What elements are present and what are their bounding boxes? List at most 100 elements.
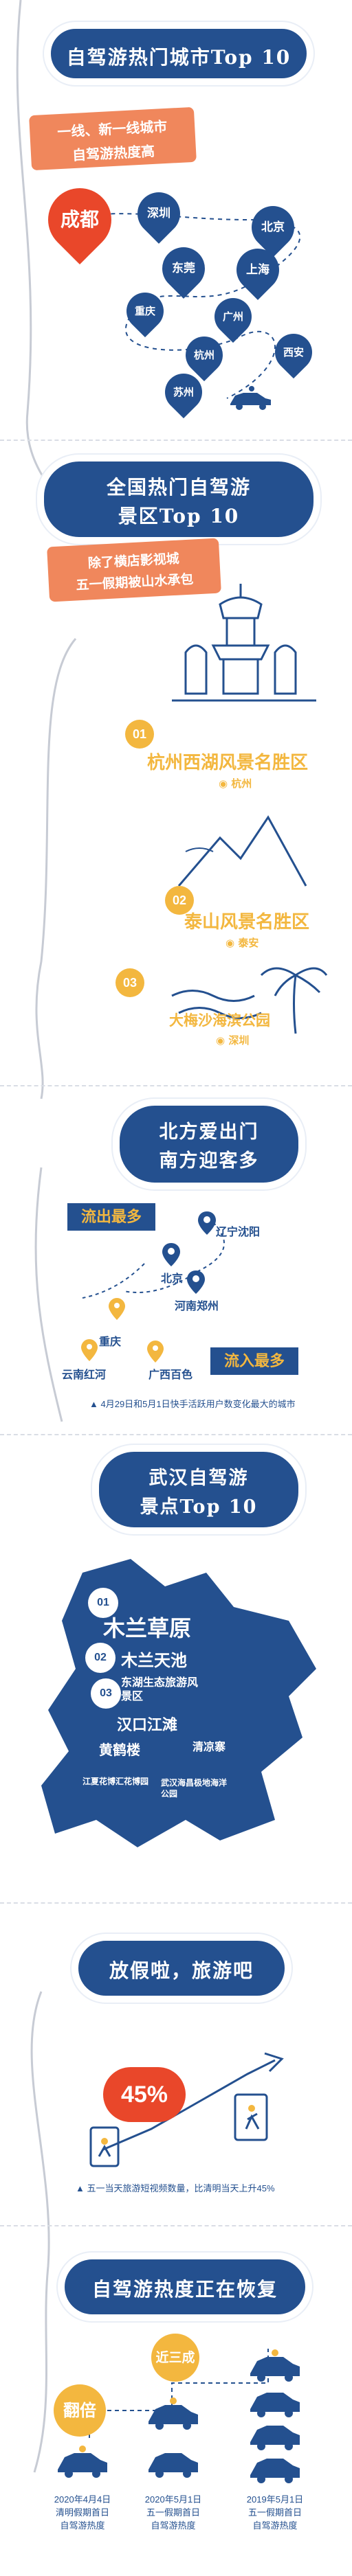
city-pin-shenzhen: 深圳 <box>129 183 189 244</box>
tag-inflow-most: 流入最多 <box>210 1347 298 1375</box>
city-yunnan-honghe: 云南红河 <box>62 1368 107 1381</box>
city-label-xian: 西安 <box>283 346 304 358</box>
city-guangxi-baise: 广西百色 <box>148 1368 193 1381</box>
section5-title: 放假啦，旅游吧 <box>109 1959 254 1982</box>
caption-2-line3: 自驾游热度 <box>151 2520 196 2531</box>
divider-3 <box>0 1434 352 1437</box>
label-near-thirty: 近三成 <box>151 2334 199 2382</box>
city-beijing: 北京 <box>161 1272 184 1285</box>
scenic-num-2: 02 <box>165 886 194 915</box>
section1-title: 自驾游热门城市Top 10 <box>66 46 292 69</box>
city-henan-zhengzhou: 河南郑州 <box>175 1299 219 1312</box>
map-pin-icon <box>109 1298 125 1320</box>
city-pin-shanghai: 上海 <box>228 240 288 300</box>
section3-title-banner: 北方爱出门 南方迎客多 <box>117 1103 301 1185</box>
scenic-city-1: ◉ 杭州 <box>219 777 252 790</box>
percent-bubble: 45% <box>103 2067 186 2122</box>
car-icon <box>250 2459 300 2483</box>
city-pin-chongqing: 重庆 <box>118 284 172 338</box>
city-liaoning-shenyang: 辽宁沈阳 <box>216 1225 261 1238</box>
section1-title-banner: 自驾游热门城市Top 10 <box>48 26 309 81</box>
scenic-city-3: ◉ 深圳 <box>216 1034 250 1047</box>
divider-2 <box>0 1085 352 1088</box>
car-icon <box>148 2397 198 2430</box>
flow-routes <box>82 1222 225 1299</box>
phone-with-person-icon <box>89 2126 120 2167</box>
section3-title-line1: 北方爱出门 <box>159 1121 259 1143</box>
section4-title-line2: 景点Top 10 <box>140 1496 258 1518</box>
scenic-city-2: ◉ 泰安 <box>226 937 259 949</box>
beach-palm-icon <box>171 967 328 1034</box>
divider-1 <box>0 440 352 442</box>
caption-2-line1: 2020年5月1日 <box>144 2494 202 2505</box>
section1-ribbon: 一线、新一线城市 自驾游热度高 <box>29 106 197 171</box>
wuhan-map-shape <box>41 1559 316 1847</box>
section5-note-text: 五一当天旅游短视频数量，比清明当天上升45% <box>87 2183 275 2193</box>
spot-yellow-crane-tower: 黄鹤楼 <box>99 1742 140 1758</box>
city-pin-xian: 西安 <box>267 326 320 379</box>
section6-title: 自驾游热度正在恢复 <box>91 2278 278 2301</box>
phone-with-runner-icon <box>234 2093 268 2141</box>
city-pin-chengdu: 成都 <box>34 174 125 265</box>
city-label-shenzhen: 深圳 <box>147 207 170 220</box>
map-pin-icon <box>147 1341 164 1363</box>
caption-3-line2: 五一假期首日 <box>248 2507 302 2518</box>
car-icon <box>250 2426 300 2450</box>
section2-title-line1: 全国热门自驾游 <box>106 476 251 499</box>
spot-mulan-grassland: 木兰草原 <box>103 1615 192 1641</box>
spot-hankou-riverbank: 汉口江滩 <box>117 1716 178 1734</box>
city-label-chongqing: 重庆 <box>134 305 155 317</box>
growth-arrow <box>102 2052 284 2151</box>
section1-ribbon-line1: 一线、新一线城市 <box>56 117 168 141</box>
tag-outflow-most: 流出最多 <box>67 1203 155 1231</box>
car-icon <box>58 2446 107 2478</box>
city-label-beijing: 北京 <box>261 220 285 234</box>
section4-title-line1: 武汉自驾游 <box>148 1468 249 1489</box>
wuhan-rank-01: 01 <box>88 1588 118 1618</box>
section2-title-banner: 全国热门自驾游 景区Top 10 <box>41 459 316 540</box>
map-pin-icon <box>81 1339 98 1361</box>
section6-title-banner: 自驾游热度正在恢复 <box>62 2257 308 2317</box>
caption-1-line1: 2020年4月4日 <box>54 2494 111 2505</box>
divider-5 <box>0 2225 352 2228</box>
mountain-icon <box>177 815 307 887</box>
section1-route-lines <box>61 213 301 399</box>
spot-jiangxia-expo: 江夏花博汇花博园 <box>82 1777 149 1786</box>
caption-2020-05-01: 2020年5月1日 五一假期首日 自驾游热度 <box>132 2493 214 2532</box>
scenic-name-2: 泰山风景名胜区 <box>184 912 310 933</box>
map-pin-icon <box>162 1243 180 1266</box>
caption-2020-04-04: 2020年4月4日 清明假期首日 自驾游热度 <box>41 2493 124 2532</box>
caption-3-line3: 自驾游热度 <box>252 2520 298 2531</box>
caption-2-line2: 五一假期首日 <box>146 2507 200 2518</box>
caption-3-line1: 2019年5月1日 <box>246 2494 304 2505</box>
divider-4 <box>0 1902 352 1905</box>
city-pin-suzhou: 苏州 <box>157 365 210 419</box>
caption-1-line3: 自驾游热度 <box>60 2520 105 2531</box>
spot-qingliang-village: 清凉寨 <box>192 1740 226 1753</box>
section3-note-text: 4月29日和5月1日快手活跃用户数变化最大的城市 <box>100 1399 296 1409</box>
section4-title-banner: 武汉自驾游 景点Top 10 <box>96 1449 301 1530</box>
car-icon <box>250 2393 300 2417</box>
caption-2019-05-01: 2019年5月1日 五一假期首日 自驾游热度 <box>234 2493 316 2532</box>
section3-title-line2: 南方迎客多 <box>159 1150 259 1172</box>
spot-mulan-tianchi: 木兰天池 <box>121 1650 187 1670</box>
scenic-city-1-text: 杭州 <box>231 777 252 790</box>
spot-haichang-ocean-park: 武汉海昌极地海洋公园 <box>161 1778 228 1799</box>
section5-title-banner: 放假啦，旅游吧 <box>76 1938 287 1998</box>
scenic-num-1: 01 <box>125 720 154 749</box>
map-pin-icon <box>198 1211 216 1235</box>
pagoda-icon <box>172 584 316 702</box>
car-icon <box>250 2349 300 2382</box>
city-label-dongguan: 东莞 <box>172 262 195 275</box>
city-label-shanghai: 上海 <box>246 263 270 277</box>
wuhan-rank-02: 02 <box>85 1643 116 1673</box>
section2-title-line2: 景区Top 10 <box>118 505 240 527</box>
city-label-hangzhou: 杭州 <box>193 349 214 361</box>
car-icon <box>230 386 271 410</box>
city-chongqing: 重庆 <box>99 1335 122 1348</box>
city-label-chengdu: 成都 <box>60 208 99 231</box>
scenic-name-3: 大梅沙海滨公园 <box>169 1012 270 1029</box>
scenic-name-1: 杭州西湖风景名胜区 <box>147 753 309 773</box>
car-icon <box>148 2453 198 2478</box>
